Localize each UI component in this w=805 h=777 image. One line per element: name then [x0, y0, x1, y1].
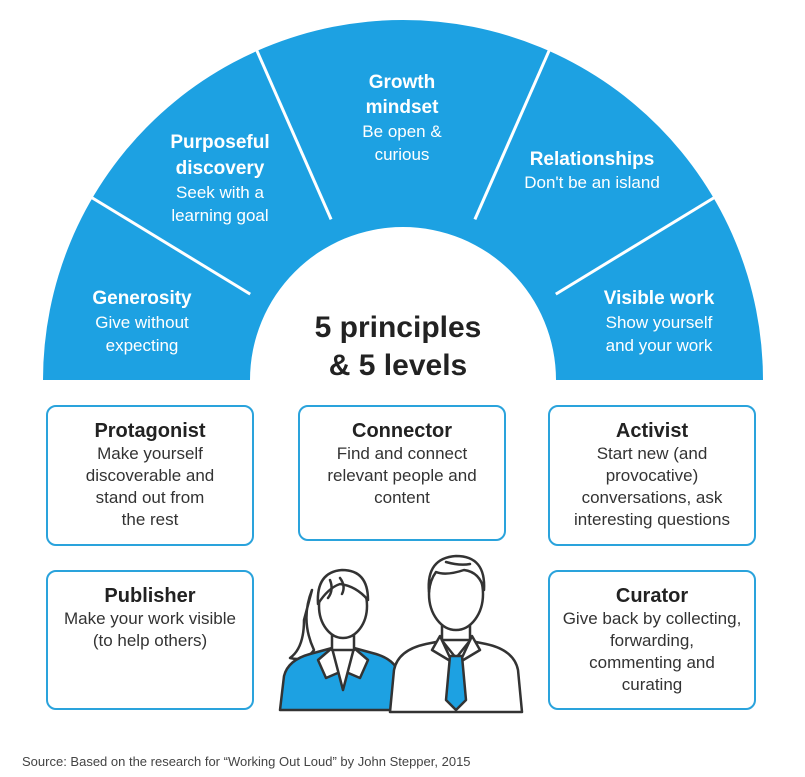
level-curator: Curator Give back by collecting, forward…: [548, 570, 756, 710]
principle-generosity: Generosity Give without expecting: [92, 288, 192, 355]
woman-figure-icon: [278, 568, 406, 712]
level-desc-line: the rest: [121, 510, 179, 529]
level-title: Publisher: [104, 585, 196, 607]
arch-divider: [253, 44, 333, 221]
level-desc-line: discoverable and: [85, 466, 215, 485]
principle-desc-line: and your work: [606, 336, 713, 355]
arch-divider: [86, 193, 251, 296]
principle-desc-line: Show yourself: [606, 313, 713, 332]
principle-title: Purposeful: [170, 132, 269, 153]
principle-visible-work: Visible work Show yourself and your work: [604, 288, 715, 355]
arch-divider: [473, 44, 553, 221]
arch-divider: [555, 193, 720, 296]
level-desc-line: curating: [621, 675, 683, 694]
level-desc-line: commenting and: [589, 653, 715, 672]
level-desc-line: Give back by collecting,: [562, 609, 742, 628]
level-desc-line: forwarding,: [609, 631, 695, 650]
level-connector: Connector Find and connect relevant peop…: [298, 405, 506, 541]
principle-desc-line: Don't be an island: [524, 173, 660, 192]
center-title-line1: 5 principles: [315, 311, 482, 344]
level-desc-line: stand out from: [95, 488, 205, 507]
principle-desc-line: curious: [375, 145, 430, 164]
level-title: Connector: [352, 420, 452, 442]
level-desc-line: relevant people and: [327, 466, 477, 485]
level-desc-line: (to help others): [92, 631, 208, 650]
level-title: Curator: [615, 585, 689, 607]
level-title: Protagonist: [94, 420, 206, 442]
principle-title: discovery: [176, 158, 265, 179]
level-desc-line: Find and connect: [336, 444, 468, 463]
principle-title: mindset: [366, 97, 440, 118]
man-figure-icon: [388, 554, 524, 714]
level-title: Activist: [615, 420, 689, 442]
level-desc-line: provocative): [605, 466, 699, 485]
level-publisher: Publisher Make your work visible (to hel…: [46, 570, 254, 710]
people-illustration: [278, 554, 524, 714]
principle-desc-line: Give without: [95, 313, 189, 332]
principle-title: Relationships: [530, 149, 655, 170]
principle-purposeful-discovery: Purposeful discovery Seek with a learnin…: [170, 132, 269, 225]
source-note: Source: Based on the research for “Worki…: [22, 754, 471, 769]
principle-title: Growth: [369, 72, 436, 93]
principle-title: Generosity: [92, 288, 192, 309]
principle-desc-line: Seek with a: [176, 183, 264, 202]
level-desc-line: interesting questions: [574, 510, 730, 529]
principle-desc-line: learning goal: [171, 206, 268, 225]
principles-arch: Generosity Give without expecting Purpos…: [43, 20, 763, 382]
center-title-line2: & 5 levels: [329, 349, 467, 382]
level-protagonist: Protagonist Make yourself discoverable a…: [46, 405, 254, 546]
level-desc-line: Make yourself: [97, 444, 203, 463]
level-desc-line: Make your work visible: [64, 609, 236, 628]
principle-title: Visible work: [604, 288, 715, 309]
principle-desc-line: Be open &: [362, 122, 442, 141]
level-activist: Activist Start new (and provocative) con…: [548, 405, 756, 546]
principle-relationships: Relationships Don't be an island: [524, 149, 660, 192]
level-desc-line: content: [374, 488, 430, 507]
principle-desc-line: expecting: [106, 336, 179, 355]
arch-background: [43, 20, 763, 380]
level-desc-line: Start new (and: [596, 444, 708, 463]
level-desc-line: conversations, ask: [581, 488, 723, 507]
principle-growth-mindset: Growth mindset Be open & curious: [362, 72, 442, 164]
